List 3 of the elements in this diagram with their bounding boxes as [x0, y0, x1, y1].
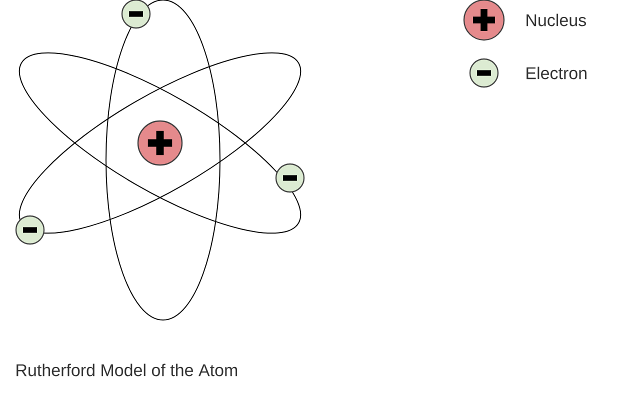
- legend-label: Nucleus: [526, 14, 586, 26]
- legend-label: Electron: [526, 66, 586, 80]
- caption: Rutherford Model of the Atom: [16, 364, 238, 376]
